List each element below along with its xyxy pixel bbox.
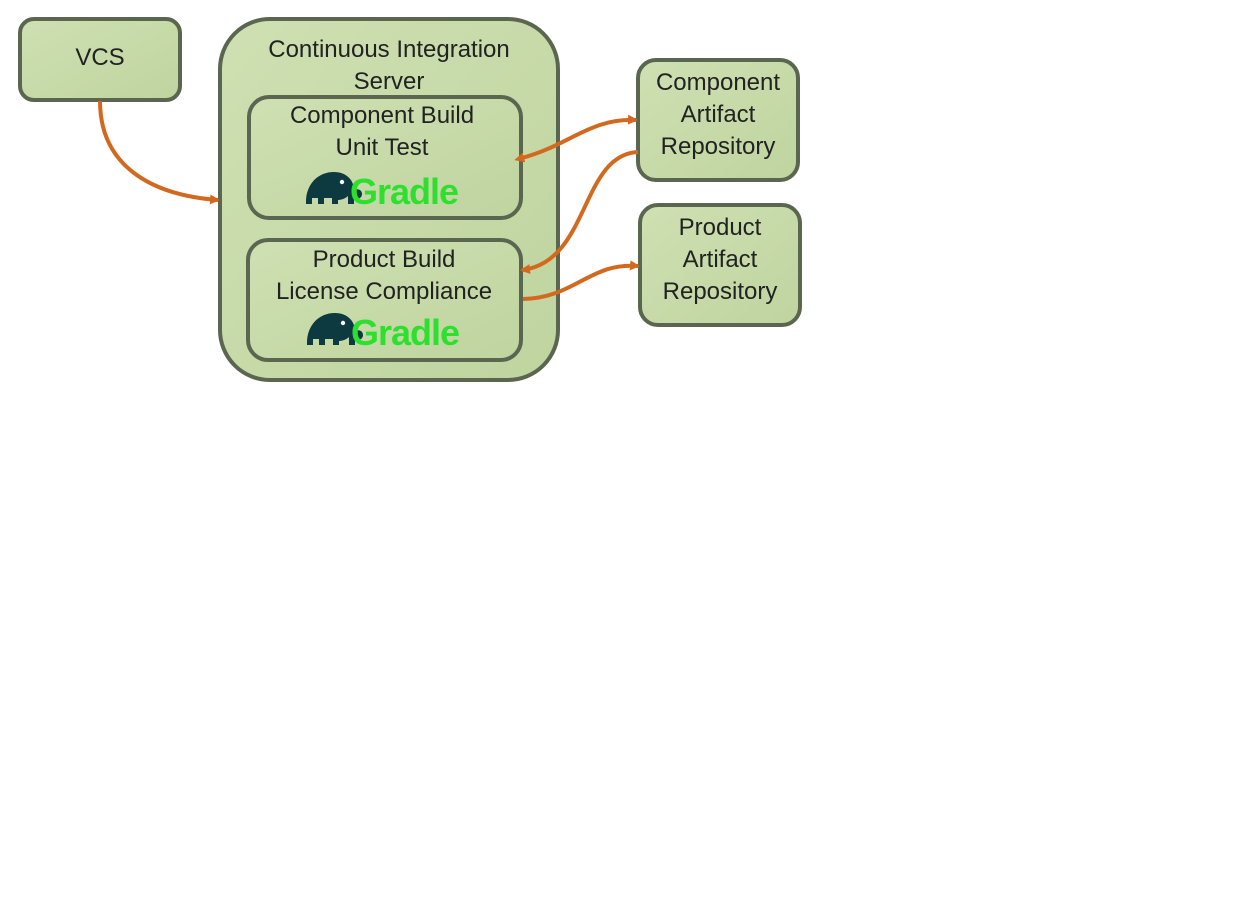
edge-product-build-to-product-repo <box>522 260 640 301</box>
product-build-label-line1: Product Build <box>313 246 456 273</box>
gradle-logo: Gradle <box>307 312 460 353</box>
component-build-label-line2: Unit Test <box>336 134 429 161</box>
ci-server-label-line2: Server <box>354 68 425 95</box>
product-repo-label-line3: Repository <box>663 278 778 305</box>
product-artifact-repository-node: Product Artifact Repository <box>638 203 802 327</box>
edge-component-build-component-repo <box>514 114 638 163</box>
gradle-logo: Gradle <box>306 171 459 212</box>
ci-server-label-line1: Continuous Integration <box>268 36 510 63</box>
product-repo-label-line1: Product <box>679 214 762 241</box>
vcs-label: VCS <box>75 44 124 71</box>
edge-component-repo-to-product-build <box>520 150 639 275</box>
gradle-logo-text: Gradle <box>351 312 459 353</box>
component-repo-label-line1: Component <box>656 69 780 96</box>
vcs-node: VCS <box>18 17 182 102</box>
component-build-label-line1: Component Build <box>290 102 474 129</box>
component-build-node: Component Build Unit Test Gradle <box>247 95 523 220</box>
component-repo-label-line2: Artifact <box>681 101 756 128</box>
product-repo-label-line2: Artifact <box>683 246 758 273</box>
edge-vcs-to-ci-server <box>98 100 220 205</box>
component-artifact-repository-node: Component Artifact Repository <box>636 58 800 182</box>
component-repo-label-line3: Repository <box>661 133 776 160</box>
gradle-logo-text: Gradle <box>350 171 458 212</box>
product-build-label-line2: License Compliance <box>276 278 492 305</box>
product-build-node: Product Build License Compliance Gradle <box>246 238 523 362</box>
